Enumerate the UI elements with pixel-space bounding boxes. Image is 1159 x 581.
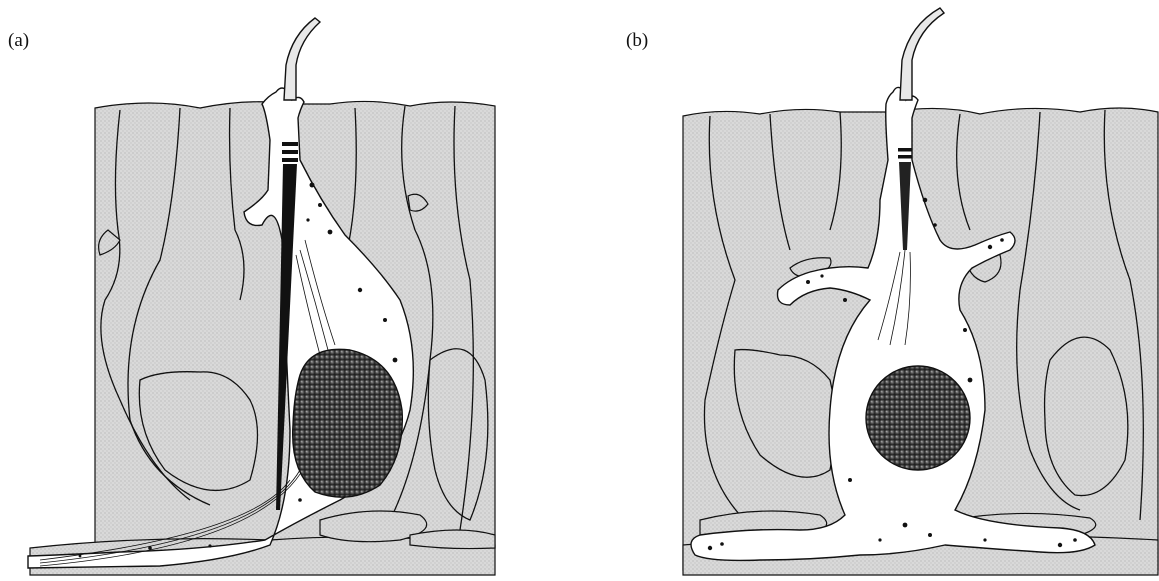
nucleus-a [293, 349, 403, 497]
panel-a-diagram [28, 18, 495, 575]
panel-b-diagram [683, 8, 1158, 575]
cilium-a [284, 18, 320, 100]
cilium-b [900, 8, 944, 100]
nucleus-b [866, 366, 970, 470]
